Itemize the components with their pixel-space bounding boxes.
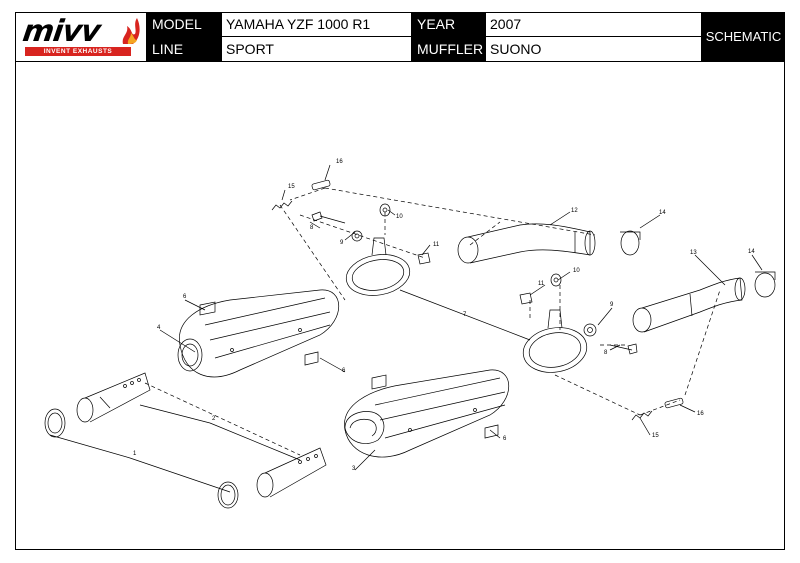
pipe-part-12 xyxy=(457,223,596,264)
fasteners xyxy=(311,203,638,355)
brand-logo: mivv INVENT EXHAUSTS xyxy=(15,12,147,62)
callout-10b: 10 xyxy=(573,268,580,274)
muffler-label: MUFFLER xyxy=(412,37,486,62)
callout-8a: 8 xyxy=(310,225,314,231)
callout-11a: 11 xyxy=(433,242,440,248)
year-label: YEAR xyxy=(412,12,486,37)
year-value: 2007 xyxy=(486,12,702,37)
callout-13: 13 xyxy=(690,250,697,256)
spring-clamp-part-14 xyxy=(620,230,776,298)
callout-10a: 10 xyxy=(396,214,403,220)
callout-14a: 14 xyxy=(659,210,666,216)
callout-11b: 11 xyxy=(538,281,545,287)
logo-tagline: INVENT EXHAUSTS xyxy=(25,47,131,56)
springs-and-pins xyxy=(271,179,684,421)
header-bottom-rule xyxy=(15,61,785,62)
model-value: YAMAHA YZF 1000 R1 xyxy=(222,12,412,37)
callout-6a: 6 xyxy=(183,294,187,300)
callout-6c: 6 xyxy=(503,436,507,442)
row-divider xyxy=(147,36,702,37)
callout-16b: 16 xyxy=(697,411,704,417)
callout-2: 2 xyxy=(212,416,216,422)
callout-6b: 6 xyxy=(342,368,346,374)
schematic-badge: SCHEMATIC xyxy=(702,12,785,62)
callout-1: 1 xyxy=(133,451,137,457)
callout-labels: 1 2 3 4 6 6 6 7 8 8 9 9 10 10 11 11 12 1… xyxy=(133,159,755,472)
drawing-frame xyxy=(15,12,785,550)
callout-15b: 15 xyxy=(652,433,659,439)
callout-8b: 8 xyxy=(604,350,608,356)
callout-7: 7 xyxy=(463,312,467,318)
callout-15a: 15 xyxy=(288,184,295,190)
silencer-part-4 xyxy=(177,289,340,378)
callout-12: 12 xyxy=(571,208,578,214)
flame-icon xyxy=(122,18,140,44)
muffler-value: SUONO xyxy=(486,37,702,62)
link-pipe-part-2 xyxy=(76,372,327,498)
line-value: SPORT xyxy=(222,37,412,62)
callout-16a: 16 xyxy=(336,159,343,165)
bracket-part-6 xyxy=(199,301,499,439)
callout-9a: 9 xyxy=(340,240,344,246)
callout-14b: 14 xyxy=(748,249,755,255)
line-label: LINE xyxy=(147,37,222,62)
clamp-part-7 xyxy=(345,237,588,373)
pipe-part-13 xyxy=(632,277,746,333)
silencer-part-3 xyxy=(344,369,510,458)
callout-9b: 9 xyxy=(610,302,614,308)
title-block: mivv INVENT EXHAUSTS MODEL YAMAHA YZF 10… xyxy=(15,12,785,62)
model-label: MODEL xyxy=(147,12,222,37)
assembly-lines xyxy=(144,187,721,456)
leader-lines xyxy=(49,164,763,493)
callout-3: 3 xyxy=(352,466,356,472)
callout-4: 4 xyxy=(157,325,161,331)
gasket-part-1 xyxy=(44,408,239,509)
